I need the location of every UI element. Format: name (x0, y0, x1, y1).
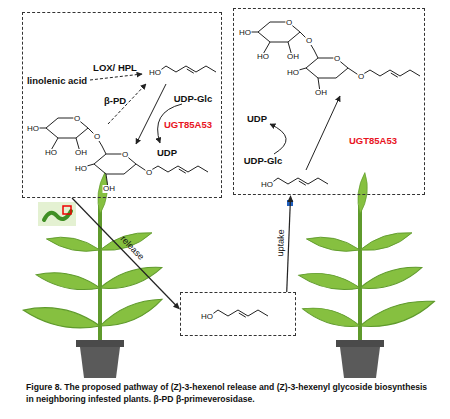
reaction-arrows (90, 74, 340, 170)
atom-label: O (285, 19, 292, 27)
transfer-arrow (72, 198, 180, 310)
atom-label: HO (45, 149, 58, 157)
atom-label: O (333, 55, 340, 63)
arrow-head (173, 303, 180, 310)
pathway-box: HO (180, 292, 296, 336)
atom-label: HO (257, 53, 270, 61)
connector-line (287, 201, 291, 292)
enzyme-label: UGT85A53 (164, 120, 212, 130)
atom-label: O (93, 133, 100, 141)
atom-label: O (305, 37, 312, 45)
atom-label: HO (201, 313, 214, 321)
enzyme-label: UGT85A53 (349, 136, 397, 146)
atom-label: HO (149, 69, 162, 77)
pathway-label: linolenic acid (27, 76, 87, 86)
atom-label: HO (287, 69, 300, 77)
atom-label: HO (27, 125, 40, 133)
pathway-box: linolenic acid LOX/ HPL HO β-PD UDP-GlcUGT85… (22, 12, 222, 198)
atom-label: O (73, 115, 80, 123)
atom-label: O (121, 151, 128, 159)
edge-label: uptake (276, 229, 286, 256)
atom-label: OH (103, 185, 116, 193)
left-plant (22, 172, 165, 378)
atom-label: HO (75, 165, 88, 173)
figure-caption: Figure 8. The proposed pathway of (Z)-3-… (26, 381, 431, 405)
atom-label: O (145, 169, 152, 177)
pathway-label: UDP (157, 148, 177, 158)
pathway-label: β-PD (104, 96, 126, 106)
pathway-label: UDP (247, 114, 267, 124)
atom-label: OH (287, 53, 300, 61)
atom-label: O (357, 73, 364, 81)
atom-label: HO (239, 29, 252, 37)
pathway-label: LOX/ HPL (93, 63, 137, 73)
pathway-label: UDP-Glc (174, 94, 213, 104)
pathway-label: UDP-Glc (244, 156, 283, 166)
atom-label: OH (75, 149, 88, 157)
connector-line (72, 198, 176, 305)
right-plant (298, 172, 437, 378)
atom-label: HO (261, 181, 274, 189)
pathway-box: HOHOOHOOHOOHOOUDPUDP-GlcUGT85A53HO (233, 8, 425, 195)
caterpillar (38, 202, 76, 226)
transfer-arrow (287, 195, 294, 292)
atom-label: OH (315, 89, 328, 97)
arrow-head (287, 195, 293, 202)
structures (32, 22, 420, 317)
